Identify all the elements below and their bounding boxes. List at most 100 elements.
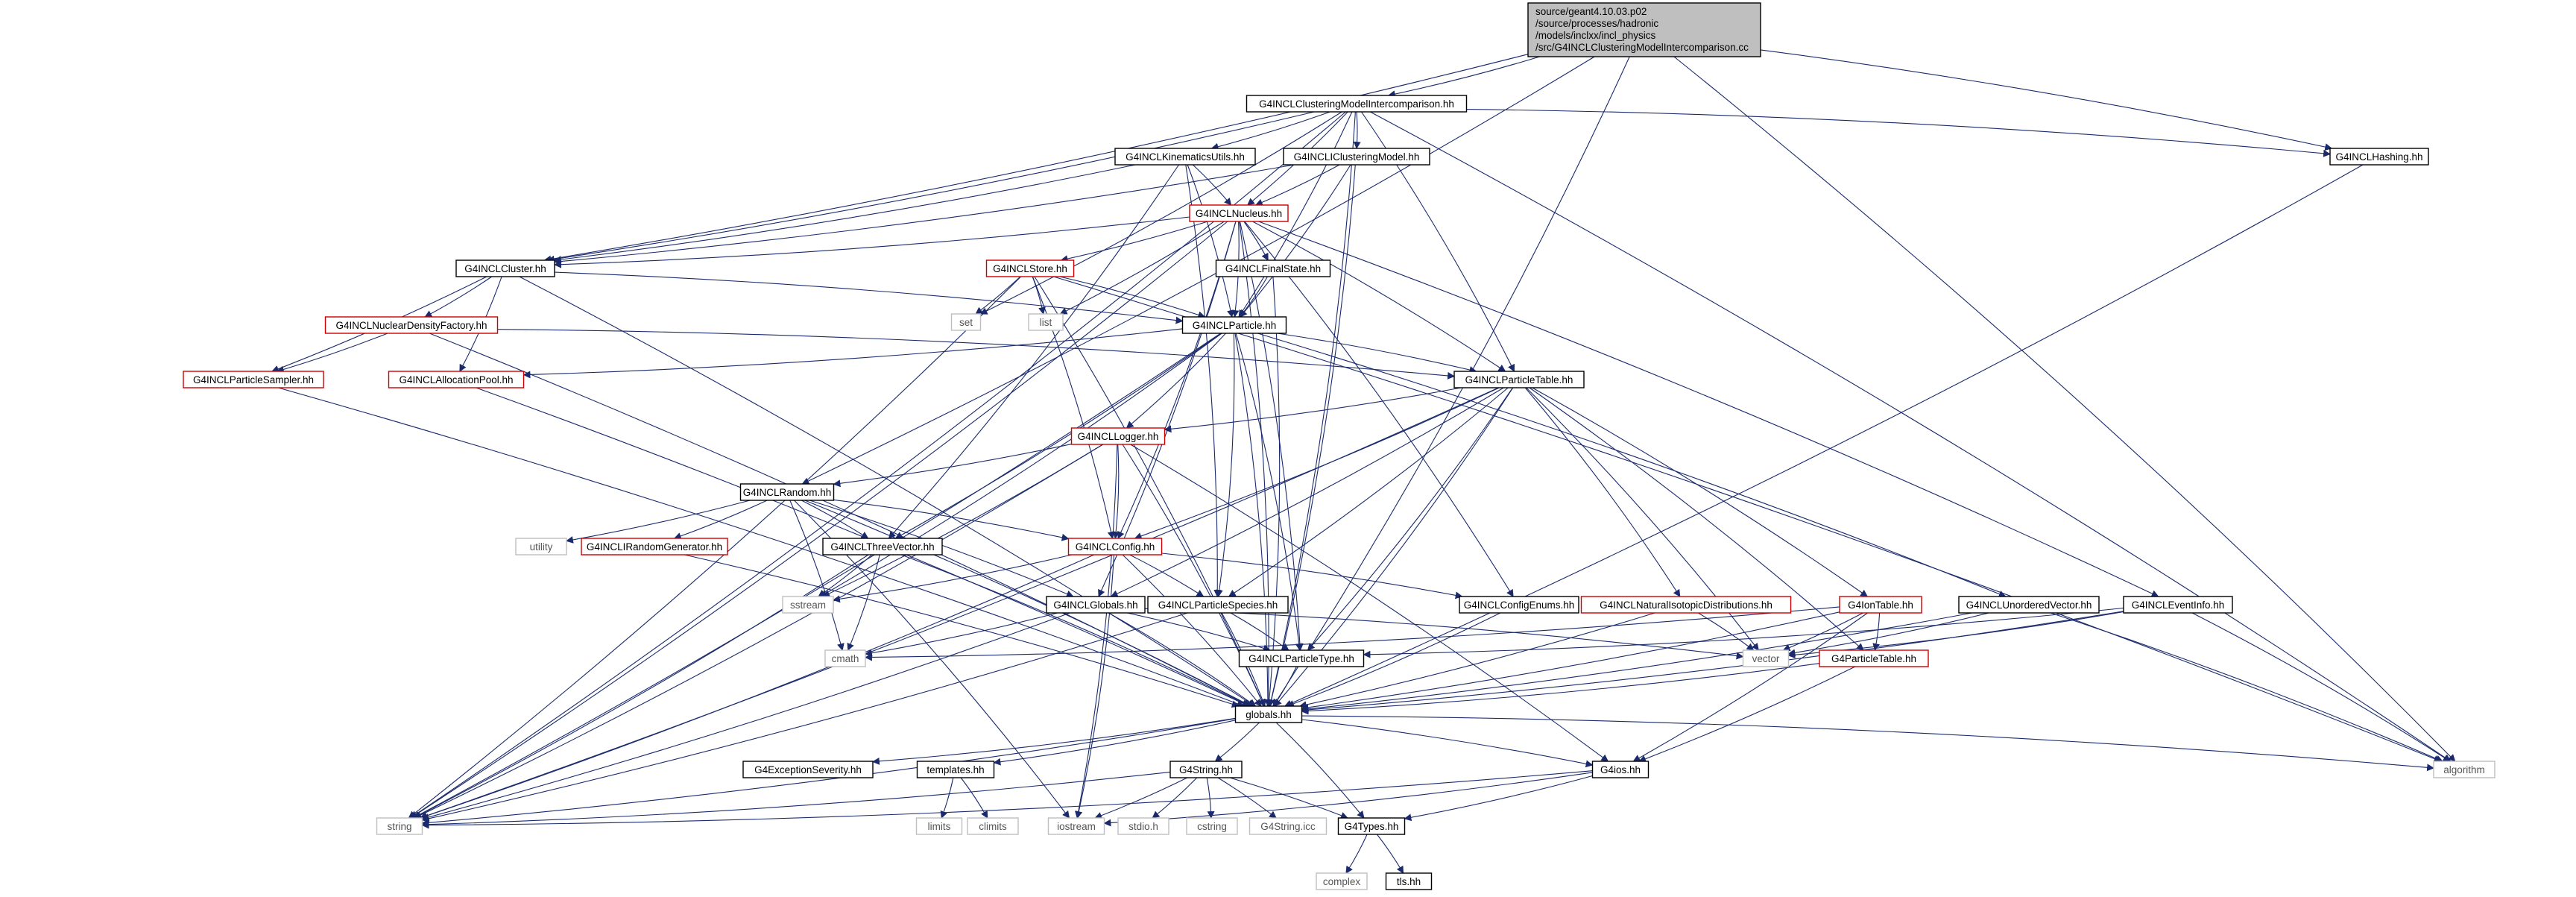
node-psam[interactable]: G4INCLParticleSampler.hh: [183, 371, 324, 388]
node-label-nuc: G4INCLNucleus.hh: [1196, 208, 1282, 219]
edge-nuc-to-string: [410, 221, 1228, 819]
node-box-ptype: [1238, 649, 1365, 667]
node-label-cplx: complex: [1323, 876, 1361, 887]
node-label-psam: G4INCLParticleSampler.hh: [193, 374, 314, 385]
node-sto[interactable]: G4INCLStore.hh: [985, 259, 1075, 277]
edge-rand-to-gl: [804, 500, 1252, 707]
node-label-ndf: G4INCLNuclearDensityFactory.hh: [335, 320, 487, 331]
node-box-cim: [1246, 95, 1468, 113]
node-pspc[interactable]: G4INCLParticleSpecies.hh: [1147, 596, 1289, 614]
node-log[interactable]: G4INCLLogger.hh: [1070, 427, 1166, 445]
edge-conf-to-sstr: [833, 554, 1073, 603]
node-ios[interactable]: G4ios.hh: [1591, 761, 1650, 778]
node-label-uvec: G4INCLUnorderedVector.hh: [1966, 599, 2092, 611]
edge-conf-to-pspc: [1129, 554, 1205, 597]
edge-par-to-pspc: [1215, 333, 1235, 597]
edge-iont-to-gl: [1301, 611, 1840, 711]
node-label-evt: G4INCLEventInfo.hh: [2132, 599, 2225, 611]
node-clu[interactable]: G4INCLCluster.hh: [455, 259, 555, 277]
node-layer: source/geant4.10.03.p02 /source/processe…: [183, 2, 2496, 890]
edge-psam-to-gl: [278, 387, 1245, 708]
node-hash[interactable]: G4INCLHashing.hh: [2329, 148, 2429, 166]
node-cenum[interactable]: G4INCLConfigEnums.hh: [1459, 596, 1579, 614]
node-iont[interactable]: G4IonTable.hh: [1839, 596, 1922, 614]
node-box-cstr: [1186, 817, 1238, 835]
node-gl[interactable]: globals.hh: [1234, 705, 1303, 723]
node-kin[interactable]: G4INCLKinematicsUtils.hh: [1114, 148, 1256, 166]
node-box-pspc: [1147, 596, 1289, 614]
node-util: utility: [515, 538, 567, 555]
node-box-clu: [455, 259, 555, 277]
node-tv[interactable]: G4INCLThreeVector.hh: [822, 538, 943, 555]
node-g4pt[interactable]: G4ParticleTable.hh: [1819, 649, 1929, 667]
node-nuc[interactable]: G4INCLNucleus.hh: [1189, 204, 1289, 222]
node-icm[interactable]: G4INCLIClusteringModel.hh: [1283, 148, 1430, 166]
edge-nid-to-gl: [1298, 612, 1655, 708]
node-label-kin: G4INCLKinematicsUtils.hh: [1126, 151, 1245, 163]
node-box-util: [515, 538, 567, 555]
node-label-string: string: [387, 821, 411, 832]
edge-str4-to-stdio: [1152, 777, 1198, 819]
edge-par-to-ptype: [1235, 333, 1303, 651]
edge-gl-to-tmpl: [993, 720, 1236, 766]
edge-ptab-to-glob: [1110, 387, 1504, 597]
node-glob[interactable]: G4INCLGlobals.hh: [1046, 596, 1146, 614]
node-tmpl[interactable]: templates.hh: [916, 761, 995, 778]
node-box-cmath: [824, 649, 866, 667]
edge-cim-to-set: [979, 111, 1342, 315]
edge-rand-to-irg: [673, 500, 768, 540]
node-str4[interactable]: G4String.hh: [1169, 761, 1243, 778]
node-tls[interactable]: tls.hh: [1385, 872, 1433, 890]
root-file-line-1: source/geant4.10.03.p02: [1535, 6, 1647, 17]
edge-g4pt-to-gl: [1301, 663, 1820, 715]
edge-icm-to-par: [1240, 164, 1351, 318]
edge-str4-to-string: [421, 771, 1171, 828]
node-label-cmath: cmath: [832, 653, 859, 664]
edge-sto-to-set: [975, 276, 1021, 315]
edge-rand-to-glob: [809, 500, 1074, 598]
node-cim[interactable]: G4INCLClusteringModelIntercomparison.hh: [1246, 95, 1468, 113]
node-ptype[interactable]: G4INCLParticleType.hh: [1238, 649, 1365, 667]
root-file-node[interactable]: source/geant4.10.03.p02 /source/processe…: [1527, 2, 1761, 57]
root-file-line-2: /source/processes/hadronic: [1535, 18, 1658, 29]
node-irg[interactable]: G4INCLIRandomGenerator.hh: [581, 538, 728, 555]
edge-cim-to-alg: [1370, 111, 2452, 762]
node-rand[interactable]: G4INCLRandom.hh: [739, 483, 835, 501]
edge-gl-to-ios: [1301, 719, 1594, 768]
edge-nuc-to-ptab: [1252, 221, 1506, 372]
edge-sto-to-conf: [1032, 276, 1115, 539]
node-label-hash: G4INCLHashing.hh: [2335, 151, 2422, 163]
node-nid[interactable]: G4INCLNaturalIsotopicDistributions.hh: [1580, 596, 1792, 614]
node-ptab[interactable]: G4INCLParticleTable.hh: [1453, 371, 1585, 388]
node-ndf[interactable]: G4INCLNuclearDensityFactory.hh: [324, 316, 499, 334]
edge-ndf-to-psam: [276, 333, 388, 374]
node-iostr: iostream: [1047, 817, 1105, 835]
node-par[interactable]: G4INCLParticle.hh: [1181, 316, 1287, 334]
edge-clu-to-par: [554, 271, 1184, 324]
node-uvec[interactable]: G4INCLUnorderedVector.hh: [1958, 596, 2100, 614]
node-conf[interactable]: G4INCLConfig.hh: [1067, 538, 1163, 555]
edge-cim-to-hash: [1466, 109, 2331, 157]
node-box-glob: [1046, 596, 1146, 614]
node-evt[interactable]: G4INCLEventInfo.hh: [2123, 596, 2233, 614]
node-box-tmpl: [916, 761, 995, 778]
node-box-conf: [1067, 538, 1163, 555]
edge-root-to-hash: [1760, 49, 2333, 151]
node-types[interactable]: G4Types.hh: [1337, 817, 1406, 835]
edge-par-to-ptab: [1277, 333, 1477, 374]
node-apool[interactable]: G4INCLAllocationPool.hh: [388, 371, 525, 388]
node-sstr: sstream: [782, 596, 834, 614]
node-label-tmpl: templates.hh: [926, 764, 984, 775]
edge-ptab-to-pspc: [1228, 387, 1509, 597]
node-sicc: G4String.icc: [1248, 817, 1328, 835]
node-label-iont: G4IonTable.hh: [1848, 599, 1913, 611]
node-box-icm: [1283, 148, 1430, 166]
node-fs[interactable]: G4INCLFinalState.hh: [1215, 259, 1331, 277]
edge-rand-to-tv: [801, 500, 869, 539]
node-label-par: G4INCLParticle.hh: [1193, 320, 1277, 331]
edge-par-to-log: [1126, 333, 1226, 429]
edge-cim-to-string: [409, 111, 1346, 819]
node-exc[interactable]: G4ExceptionSeverity.hh: [742, 761, 874, 778]
edge-types-to-tls: [1376, 834, 1404, 874]
node-box-vec: [1742, 649, 1790, 667]
